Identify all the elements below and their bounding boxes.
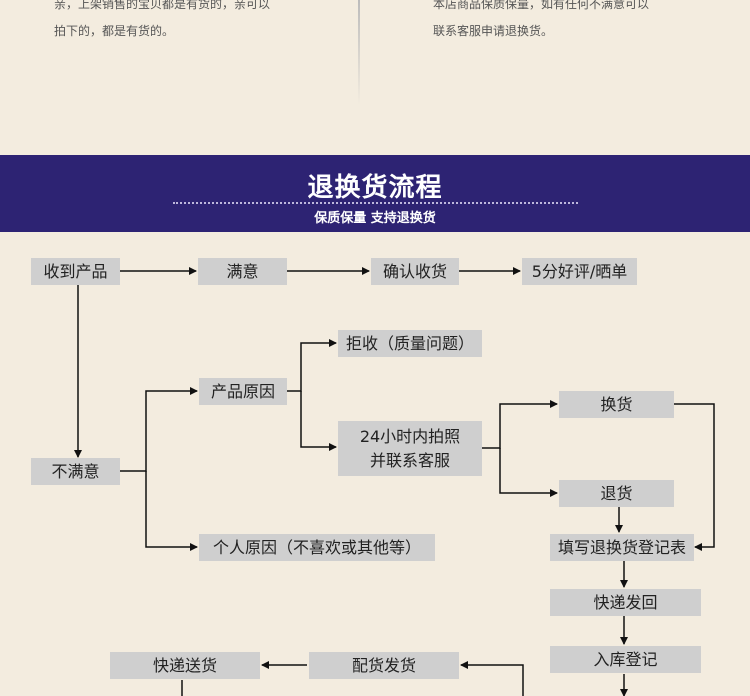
step-prepare-ship: 配货发货 [309,652,459,679]
banner-subtitle: 保质保量 支持退换货 [314,211,436,226]
step-personal-reason: 个人原因（不喜欢或其他等） [199,534,435,561]
step-fill-form: 填写退换货登记表 [550,534,694,561]
step-courier-delivery: 快递送货 [110,652,260,679]
intro-section: 亲，上架销售的宝贝都是有货的，亲可以 拍下的，都是有货的。 本店商品保质保量，如… [0,0,750,155]
step-exchange: 换货 [559,391,674,418]
step-reject-quality: 拒收（质量问题） [338,330,482,357]
intro-right-text: 本店商品保质保量，如有任何不满意可以 联系客服申请退换货。 [433,0,650,38]
step-photo-contact: 24小时内拍照 并联系客服 [338,421,482,476]
arrow-to-prepare [460,661,524,696]
arrow-to-reject [287,339,337,392]
step-ship-back: 快递发回 [550,589,701,616]
arrow-to-product-reason [120,387,198,472]
step-satisfied: 满意 [198,258,287,285]
step-warehouse-register: 入库登记 [550,646,701,673]
step-confirm-receipt: 确认收货 [371,258,459,285]
step-dissatisfied: 不满意 [31,458,120,485]
intro-left-text: 亲，上架销售的宝贝都是有货的，亲可以 拍下的，都是有货的。 [54,0,271,38]
step-five-star-review: 5分好评/晒单 [522,258,637,285]
arrow-to-exchange [482,400,558,449]
arrow-to-return [499,448,558,497]
step-receive: 收到产品 [31,258,120,285]
banner-dotted-line [173,202,578,204]
divider [358,0,360,105]
arrow-to-photo [300,391,337,451]
step-product-reason: 产品原因 [199,378,287,405]
arrow-to-personal-reason [145,471,198,551]
banner-title: 退换货流程 [307,173,443,203]
arrow-exchange-form [674,403,715,551]
section-banner: 退换货流程 保质保量 支持退换货 [0,155,750,232]
step-return: 退货 [559,480,674,507]
